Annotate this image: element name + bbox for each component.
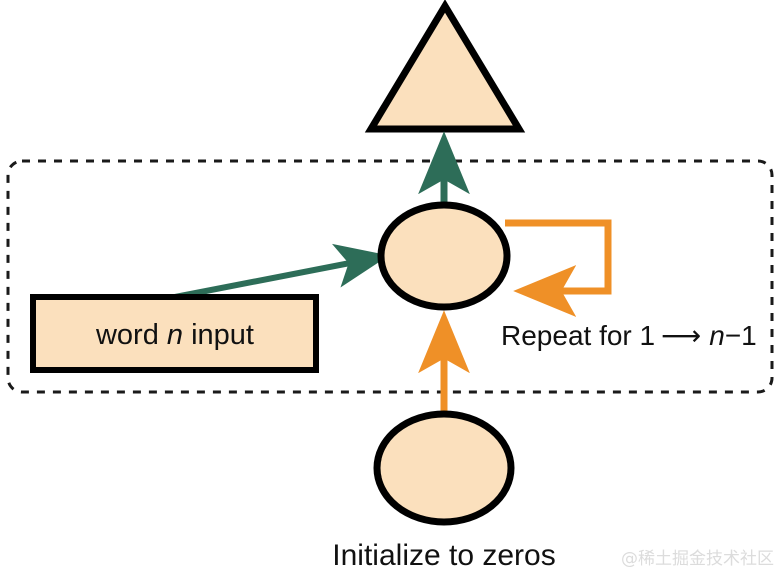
watermark-label: @稀土掘金技术社区 (621, 549, 774, 569)
output-triangle (364, 0, 526, 133)
initialize-to-zeros-label: Initialize to zeros (332, 539, 555, 572)
word-input-to-cell-arrow (174, 243, 390, 300)
repeat-loop-label: Repeat for 1⟶ n−1 (501, 320, 757, 351)
word-input-label-italic-n: n (167, 319, 183, 351)
word-input-label-prefix: word (95, 319, 167, 351)
word-input-box[interactable] (30, 294, 319, 373)
word-input-label: word n input (95, 319, 254, 351)
rnn-cell-ellipse[interactable] (377, 201, 511, 311)
word-input-label-suffix: input (183, 319, 254, 351)
unrolled-step-group (6, 159, 774, 394)
repeat-loop-label-arrow-glyph: ⟶ (661, 320, 701, 351)
recurrent-self-loop-arrow (505, 219, 612, 317)
repeat-loop-label-prefix: Repeat for 1 (501, 320, 655, 351)
initial-state-ellipse[interactable] (373, 410, 515, 526)
repeat-loop-label-suffix: −1 (725, 320, 757, 351)
repeat-loop-label-italic-n: n (709, 320, 725, 351)
